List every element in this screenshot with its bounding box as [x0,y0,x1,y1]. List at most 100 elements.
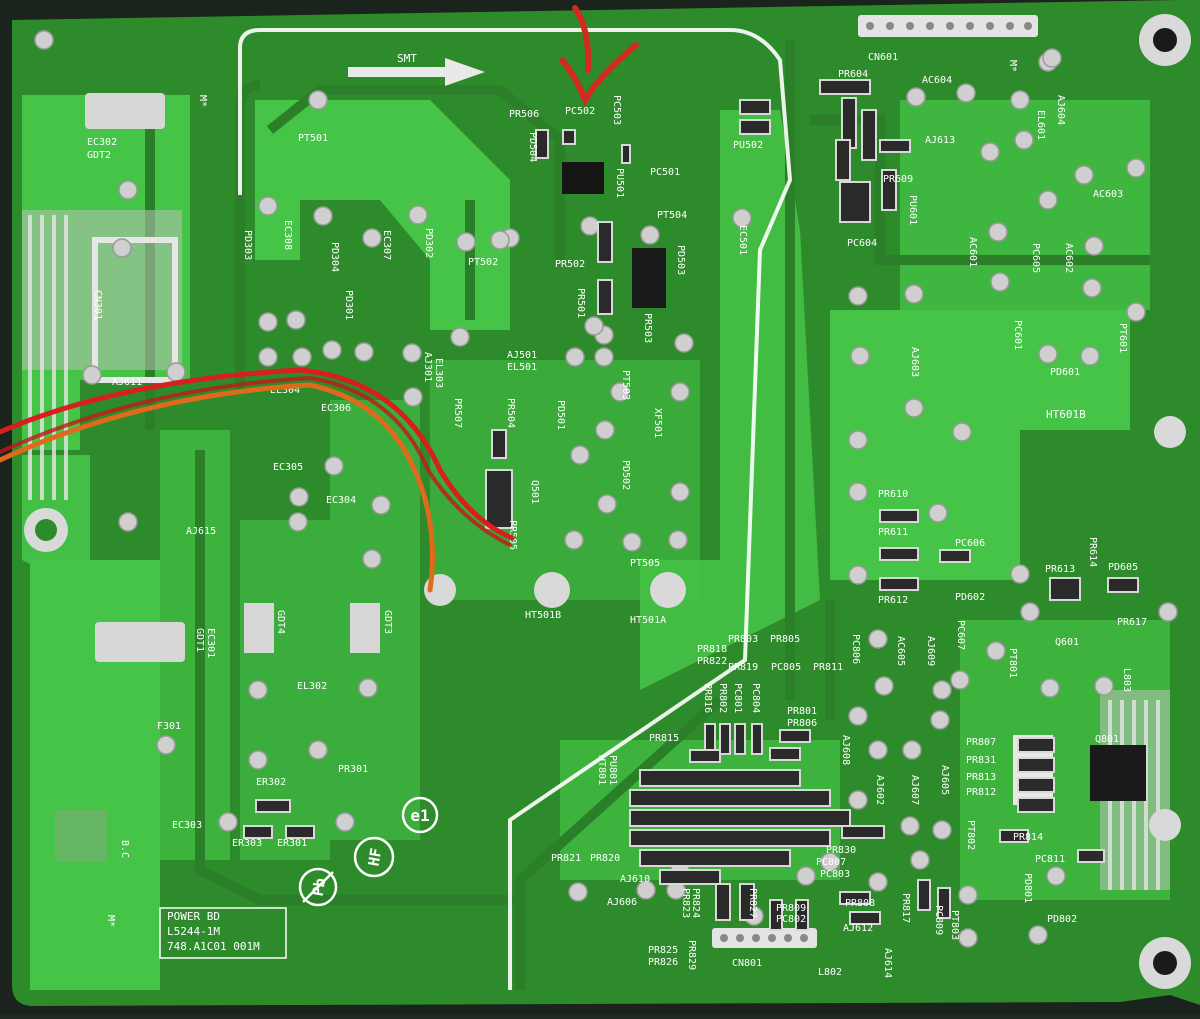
label-PR814: PR814 [1013,832,1043,843]
red-wire-2 [0,375,512,547]
label-PR505: PR505 [507,520,518,550]
smd-part [779,729,811,743]
smd-part [485,469,513,529]
label-PR823: PR823 [680,888,691,918]
solder-joint [580,216,600,236]
smd-part [739,883,755,921]
solder-joint [1080,346,1100,366]
label-AJ610: AJ610 [620,874,650,885]
label-PR801: PR801 [787,706,817,717]
label-Q801: Q801 [1095,734,1119,745]
label-EC303: EC303 [172,820,202,831]
solder-joint [910,850,930,870]
smd-part [639,769,801,787]
solder-joint [286,310,306,330]
smd-part [879,139,911,153]
label-AJ608: AJ608 [840,735,851,765]
solder-joint [868,629,888,649]
info-line-1: POWER BD [167,910,220,923]
solder-joint [322,340,342,360]
smd-part [999,829,1029,843]
smd-part [629,789,831,807]
solder-joint [570,445,590,465]
smd-part [689,749,721,763]
smd-part [535,129,549,159]
solder-joint [324,456,344,476]
m-mark-1: M* [197,95,208,107]
label-PC801: PC801 [732,683,743,713]
solder-joint [362,549,382,569]
solder-joint [874,676,894,696]
solder-joint [1038,190,1058,210]
label-PR829: PR829 [686,940,697,970]
solder-joint [848,430,868,450]
smd-part [795,899,809,931]
solder-joint [1020,602,1040,622]
solder-joint [218,812,238,832]
label-PR818: PR818 [697,644,727,655]
solder-joint [906,87,926,107]
label-PR806: PR806 [787,718,817,729]
solder-joint [636,880,656,900]
solder-joint [958,885,978,905]
label-CN301: CN301 [92,290,103,320]
info-line-3: 748.A1C01 001M [167,940,260,953]
smd-part [841,825,885,839]
label-PR609: PR609 [883,174,913,185]
label-PT502: PT502 [468,257,498,268]
solder-joint [248,750,268,770]
solder-joint [118,180,138,200]
solder-joint [1158,602,1178,622]
label-AC603: AC603 [1093,189,1123,200]
label-AJ613: AJ613 [925,135,955,146]
label-PR825: PR825 [648,945,678,956]
gdt-parts [85,93,380,662]
solder-joint [289,487,309,507]
label-AJ501: AJ501 [507,350,537,361]
solder-joint [292,347,312,367]
solder-joint [313,206,333,226]
smd-part [621,144,631,164]
solder-joint [848,482,868,502]
solder-joint [928,503,948,523]
label-ER301: ER301 [277,838,307,849]
smd-part [879,547,919,561]
solder-joint [1126,302,1146,322]
solder-joint [1028,925,1048,945]
smd-part [835,139,851,181]
smd-part [819,79,871,95]
smd-part [879,509,919,523]
e1-mark: e1 [410,806,429,825]
smd-part [839,181,871,223]
label-PR506: PR506 [509,109,539,120]
solder-joint [1082,278,1102,298]
smd-part [719,723,731,755]
smd-part [629,829,831,847]
solder-joint [1014,130,1034,150]
label-PT504: PT504 [657,210,687,221]
smd-part [1017,757,1055,773]
solder-joint [258,347,278,367]
label-EC305: EC305 [273,462,303,473]
label-ER302: ER302 [256,777,286,788]
connector-cn601 [858,15,1038,37]
label-PC805: PC805 [771,662,801,673]
solder-joint [1010,90,1030,110]
label-PU601: PU601 [907,195,918,225]
smd-part [1077,849,1105,863]
label-PD501: PD501 [555,400,566,430]
solder-joint [118,512,138,532]
solder-joint [1010,564,1030,584]
label-PR812: PR812 [966,787,996,798]
label-EL302: EL302 [297,681,327,692]
label-HT601B: HT601B [1046,408,1086,421]
label-PR827: PR827 [747,888,758,918]
label-PR819: PR819 [728,662,758,673]
label-AC605: AC605 [895,636,906,666]
smd-part [769,747,801,761]
label-PR811: PR811 [813,662,843,673]
solder-joints [34,30,1178,948]
smd-part [255,799,291,813]
smd-part [839,891,871,905]
solder-joint [848,706,868,726]
